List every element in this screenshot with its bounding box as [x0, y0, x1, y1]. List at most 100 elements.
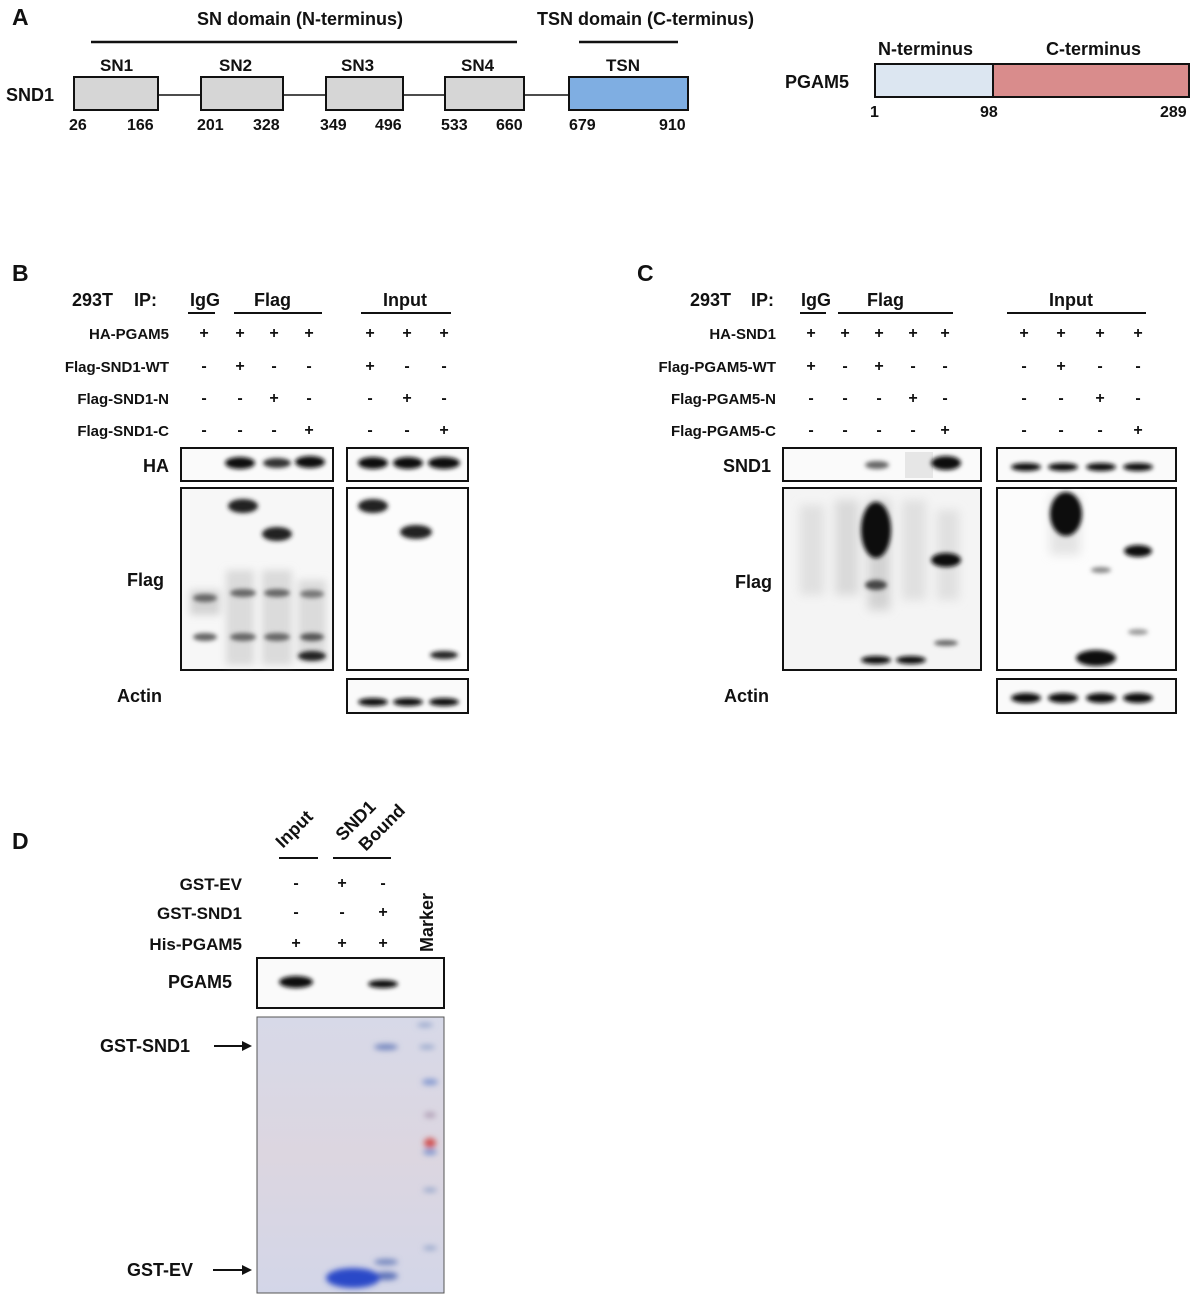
sn4-start: 533 [441, 117, 468, 134]
pgam5-start: 1 [870, 104, 879, 121]
sn3-start: 349 [320, 117, 347, 134]
treatment-mark: - [306, 390, 312, 407]
sn2-end: 328 [253, 117, 280, 134]
treatment-mark: - [201, 390, 207, 407]
b-ha-blot-label: HA [143, 456, 169, 476]
c-row-label: Flag-PGAM5-WT [658, 359, 777, 376]
treatment-mark: - [271, 358, 277, 375]
treatment-mark: + [908, 390, 918, 407]
tsn-label: TSN [606, 56, 640, 75]
treatment-mark: - [339, 904, 345, 921]
b-input-label: Input [383, 290, 427, 310]
tsn-domain-label: TSN domain (C-terminus) [537, 9, 755, 29]
b-ip-label: IP: [134, 290, 158, 310]
treatment-mark: - [441, 358, 447, 375]
treatment-mark: - [842, 390, 848, 407]
treatment-mark: + [1133, 422, 1143, 439]
tsn-end: 910 [659, 117, 686, 134]
treatment-mark: + [1019, 325, 1029, 342]
treatment-mark: + [337, 935, 347, 952]
panel-a-diagram [73, 40, 1190, 111]
b-row-label: Flag-SND1-C [77, 423, 169, 440]
treatment-mark: - [404, 422, 410, 439]
sn-domain-label: SN domain (N-terminus) [197, 9, 404, 29]
treatment-mark: - [1021, 422, 1027, 439]
treatment-mark: - [441, 390, 447, 407]
sn1-start: 26 [69, 117, 87, 134]
sn3-label: SN3 [341, 56, 375, 75]
sn1-label: SN1 [100, 56, 134, 75]
pgam5-c-box [992, 63, 1190, 98]
treatment-mark: - [808, 422, 814, 439]
b-row-label: Flag-SND1-N [77, 391, 169, 408]
treatment-mark: + [199, 325, 209, 342]
treatment-mark: + [269, 390, 279, 407]
c-input-label: Input [1049, 290, 1093, 310]
treatment-mark: - [910, 422, 916, 439]
panel-a-letter: A [12, 4, 29, 30]
treatment-mark: - [237, 390, 243, 407]
treatment-mark: - [367, 390, 373, 407]
treatment-mark: + [840, 325, 850, 342]
treatment-mark: + [402, 390, 412, 407]
d-row-label: GST-SND1 [156, 904, 242, 923]
treatment-mark: + [235, 325, 245, 342]
c-cell-line: 293T [690, 290, 732, 310]
c-actin-blot-label: Actin [724, 686, 769, 706]
treatment-mark: - [876, 390, 882, 407]
panel-c-letter: C [637, 260, 654, 286]
treatment-mark: + [806, 325, 816, 342]
sn1-end: 166 [127, 117, 154, 134]
treatment-mark: + [304, 422, 314, 439]
treatment-mark: - [201, 422, 207, 439]
sn1-box [73, 76, 159, 111]
treatment-mark: + [940, 325, 950, 342]
d-pgam5-blot-label: PGAM5 [168, 972, 233, 992]
c-ip-label: IP: [751, 290, 775, 310]
treatment-mark: - [1135, 390, 1141, 407]
treatment-mark: + [439, 325, 449, 342]
treatment-mark: + [291, 935, 301, 952]
b-row-label: Flag-SND1-WT [64, 359, 169, 376]
sn4-box [444, 76, 525, 111]
treatment-mark: + [365, 358, 375, 375]
treatment-mark: - [237, 422, 243, 439]
treatment-mark: - [1021, 358, 1027, 375]
b-row-label: HA-PGAM5 [88, 326, 169, 343]
panel-d-letter: D [12, 828, 29, 854]
c-row-label: HA-SND1 [709, 326, 776, 343]
treatment-mark: + [269, 325, 279, 342]
pgam5-end: 289 [1160, 104, 1187, 121]
treatment-mark: + [908, 325, 918, 342]
b-igg-label: IgG [190, 290, 220, 310]
c-flag-blot-label: Flag [735, 572, 773, 592]
d-row-label: GST-EV [179, 875, 242, 894]
sn3-end: 496 [375, 117, 402, 134]
treatment-mark: - [842, 358, 848, 375]
c-row-label: Flag-PGAM5-C [671, 423, 776, 440]
treatment-mark: + [337, 875, 347, 892]
c-row-label: Flag-PGAM5-N [671, 391, 776, 408]
treatment-mark: - [306, 358, 312, 375]
treatment-mark: + [874, 358, 884, 375]
treatment-mark: + [1095, 390, 1105, 407]
sn4-end: 660 [496, 117, 523, 134]
sn2-box [200, 76, 284, 111]
treatment-mark: + [304, 325, 314, 342]
treatment-mark: - [293, 875, 299, 892]
tsn-box [568, 76, 689, 111]
pgam5-n-terminus-label: N-terminus [878, 39, 974, 59]
treatment-mark: - [1058, 422, 1064, 439]
treatment-mark: + [1056, 325, 1066, 342]
d-coomassie-gel [256, 1016, 445, 1294]
treatment-mark: + [439, 422, 449, 439]
b-cell-line: 293T [72, 290, 114, 310]
treatment-mark: - [201, 358, 207, 375]
treatment-mark: - [910, 358, 916, 375]
panel-b-letter: B [12, 260, 29, 286]
c-flag-label: Flag [867, 290, 905, 310]
b-flag-label: Flag [254, 290, 292, 310]
